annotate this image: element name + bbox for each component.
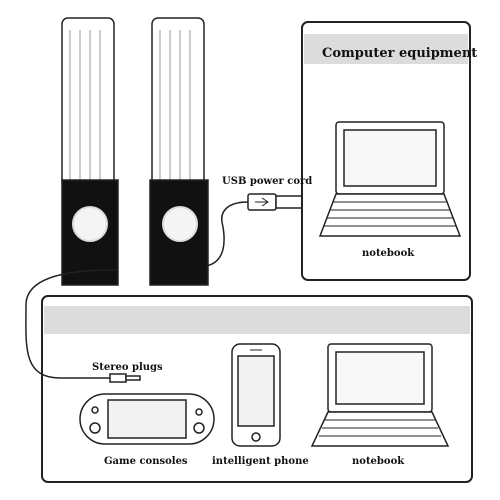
speaker-left <box>61 17 119 286</box>
stereo-plugs-label: Stereo plugs <box>92 362 163 373</box>
notebook-label: notebook <box>362 248 415 259</box>
speaker-right <box>149 17 209 286</box>
game-consoles-label: Game consoles <box>104 456 188 467</box>
usb-power-cord-label: USB power cord <box>222 176 313 187</box>
notebook-icon <box>318 121 462 237</box>
game-console-icon <box>79 393 215 445</box>
computer-equipment-title: Computer equipment <box>322 46 478 61</box>
notebook-label: notebook <box>352 456 405 467</box>
stereo-cable <box>25 269 141 383</box>
smartphone-icon <box>231 343 281 447</box>
usb-cable <box>205 193 309 267</box>
intelligent-phone-label: intelligent phone <box>212 456 309 467</box>
notebook-icon <box>310 343 450 447</box>
